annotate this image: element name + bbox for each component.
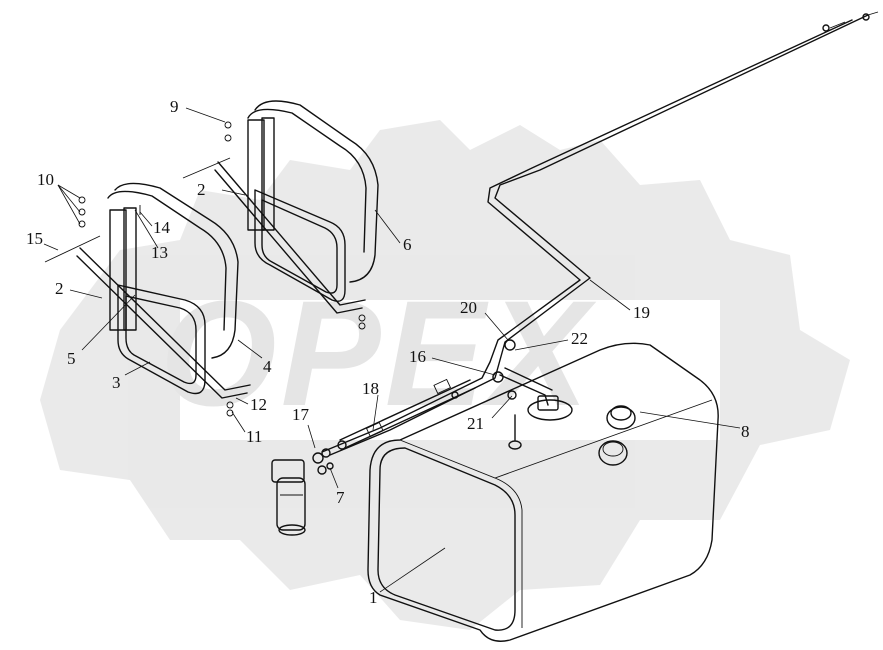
callout-6: 6: [403, 235, 412, 254]
callout-2-front: 2: [55, 279, 64, 298]
callout-21: 21: [467, 414, 484, 433]
callout-17: 17: [292, 405, 310, 424]
callout-labels: 1 2 2 3 4 5 6 7 8 9 10 11 12 13 14 15 16…: [26, 97, 750, 607]
fuel-sender-unit: [508, 395, 573, 450]
callout-8: 8: [741, 422, 750, 441]
callout-19: 19: [633, 303, 650, 322]
callout-20: 20: [460, 298, 477, 317]
pipe-clips: [451, 339, 517, 400]
callout-15: 15: [26, 229, 43, 248]
rear-bracket-set: [182, 100, 379, 330]
leader-lines: [43, 107, 741, 593]
callout-11: 11: [246, 427, 262, 446]
callout-10: 10: [37, 170, 54, 189]
callout-9: 9: [170, 97, 179, 116]
callout-16: 16: [409, 347, 426, 366]
filler-cap: [598, 405, 636, 466]
callout-14: 14: [153, 218, 171, 237]
callout-2-rear: 2: [197, 180, 206, 199]
callout-1: 1: [369, 588, 378, 607]
fuel-lines: [321, 11, 879, 456]
callout-4: 4: [263, 357, 272, 376]
watermark: OPEX: [40, 120, 850, 630]
callout-5: 5: [67, 349, 76, 368]
watermark-gear: [40, 120, 850, 630]
callout-7: 7: [336, 488, 345, 507]
callout-18: 18: [362, 379, 379, 398]
callout-13: 13: [151, 243, 168, 262]
fuel-tank: [367, 342, 719, 642]
callout-22: 22: [571, 329, 588, 348]
fuel-filter-assembly: [271, 440, 347, 536]
front-bracket-set: [44, 182, 251, 417]
callout-3: 3: [112, 373, 121, 392]
callout-12: 12: [250, 395, 267, 414]
